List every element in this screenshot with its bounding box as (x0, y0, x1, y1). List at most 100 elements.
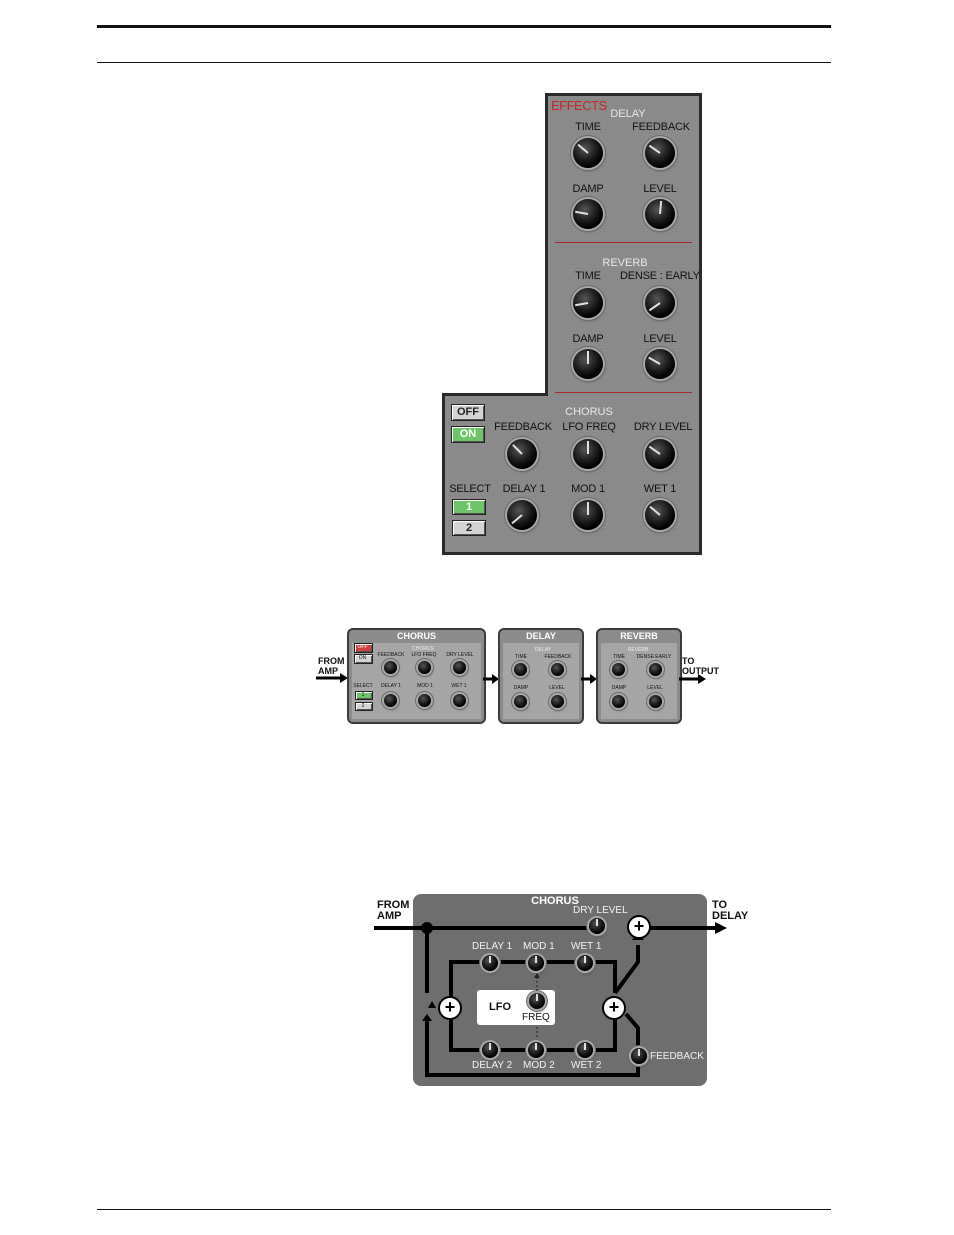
flow-chorus-lfo: LFO FREQ (411, 652, 437, 658)
reverb-section-label: REVERB (602, 257, 648, 269)
flow-delay-level: LEVEL (549, 685, 565, 691)
flow-chorus-off-label: OFF (357, 644, 368, 650)
lfo-mod-arrows (534, 973, 540, 1046)
effects-title: EFFECTS (551, 98, 607, 113)
lfo-freq-knob (529, 993, 545, 1009)
flow-chorus-knob (453, 661, 466, 674)
diagram-from-amp: FROM AMP (377, 899, 410, 922)
dry-level-label: DRY LEVEL (573, 905, 628, 916)
delay1-label: DELAY 1 (472, 941, 513, 952)
chorus-dry-level-label: DRY LEVEL (633, 421, 693, 433)
flow-chorus-on-label: ON (358, 655, 367, 661)
chorus-delay1-knob[interactable] (507, 500, 537, 530)
feedback-knob (631, 1048, 647, 1064)
flow-reverb-knob (612, 695, 625, 708)
dry-level-knob (589, 918, 605, 934)
wet2-knob (577, 1042, 593, 1058)
mod1-label: MOD 1 (523, 941, 555, 952)
flow-chorus-select: SELECT (353, 683, 373, 689)
chorus-select-label: SELECT (449, 483, 491, 495)
chorus-dry-level-knob[interactable] (645, 439, 675, 469)
diagram-to-delay: TO DELAY (712, 899, 749, 922)
delay-feedback-knob[interactable] (645, 138, 675, 168)
chorus-mod1-knob[interactable] (573, 500, 603, 530)
flow-chorus-knob (384, 661, 397, 674)
flow-chorus-sel2 (355, 702, 373, 711)
flow-reverb-damp: DAMP (611, 685, 627, 691)
delay2-label: DELAY 2 (472, 1060, 513, 1071)
reverb-damp-label: DAMP (572, 333, 604, 345)
flow-delay-damp: DAMP (513, 685, 529, 691)
reverb-dense-early-label: DENSE : EARLY (620, 270, 700, 282)
sum-top-right: + (627, 915, 651, 939)
flow-chorus-delay1: DELAY 1 (380, 683, 402, 689)
chorus-on-button[interactable]: ON (451, 426, 485, 443)
delay2-knob (482, 1042, 498, 1058)
select-2-button[interactable]: 2 (452, 520, 486, 536)
flow-delay-title: DELAY (526, 631, 556, 641)
delay-damp-knob[interactable] (573, 199, 603, 229)
flow-delay-feedback: FEEDBACK (544, 654, 572, 660)
delay-level-knob[interactable] (645, 199, 675, 229)
delay-feedback-label: FEEDBACK (632, 121, 690, 133)
delay-time-label: TIME (575, 121, 601, 133)
divider (555, 392, 692, 393)
flow-from-amp: FROM AMP (318, 656, 345, 676)
header-rule-thin (97, 62, 831, 63)
flow-delay-block: DELAY (498, 628, 584, 724)
flow-reverb-time: TIME (613, 654, 625, 660)
delay-time-knob[interactable] (573, 138, 603, 168)
chorus-section-label: CHORUS (565, 406, 613, 418)
feedback-label: FEEDBACK (650, 1051, 704, 1062)
flow-reverb-knob (612, 663, 625, 676)
flow-chorus-knob (418, 694, 431, 707)
chorus-lfo-freq-knob[interactable] (573, 439, 603, 469)
flow-to-output: TO OUTPUT (682, 656, 719, 676)
select-1-button[interactable]: 1 (452, 499, 486, 515)
flow-chorus-dry: DRY LEVEL (446, 652, 474, 658)
delay-section-label: DELAY (610, 108, 646, 120)
reverb-level-knob[interactable] (645, 349, 675, 379)
chorus-mod1-label: MOD 1 (571, 483, 605, 495)
header-rule-thick (97, 25, 831, 28)
flow-chorus-knob (453, 694, 466, 707)
sum-right: + (602, 996, 626, 1020)
flow-delay-knob (514, 695, 527, 708)
delay1-knob (482, 955, 498, 971)
wet1-knob (577, 955, 593, 971)
wet2-label: WET 2 (571, 1060, 602, 1071)
flow-chorus-title: CHORUS (396, 631, 436, 641)
flow-reverb-knob (649, 695, 662, 708)
reverb-time-label: TIME (575, 270, 601, 282)
mod2-label: MOD 2 (523, 1060, 555, 1071)
flow-chorus-wet1: WET 1 (451, 683, 467, 689)
chorus-delay1-label: DELAY 1 (502, 483, 546, 495)
lfo-label: LFO (489, 1001, 511, 1013)
flow-chorus-inner: CHORUS (412, 646, 434, 652)
flow-reverb-level: LEVEL (647, 685, 663, 691)
flow-reverb-title: REVERB (620, 631, 658, 641)
chorus-wet1-knob[interactable] (645, 500, 675, 530)
chorus-off-button[interactable]: OFF (451, 404, 485, 421)
reverb-level-label: LEVEL (643, 333, 677, 345)
flow-chorus-on (354, 654, 373, 664)
chorus-wet1-label: WET 1 (643, 483, 677, 495)
wet1-label: WET 1 (571, 941, 602, 952)
reverb-damp-knob[interactable] (573, 349, 603, 379)
flow-chorus-sel2-label: 2 (361, 703, 365, 709)
flow-arrow-out (679, 674, 706, 684)
chorus-feedback-knob[interactable] (507, 439, 537, 469)
divider (555, 242, 692, 243)
reverb-time-knob[interactable] (573, 288, 603, 318)
lfo-freq-label: FREQ (522, 1012, 550, 1023)
flow-delay-time: TIME (515, 654, 527, 660)
flow-delay-knob (551, 663, 564, 676)
delay-damp-label: DAMP (572, 183, 604, 195)
flow-chorus-sel1 (355, 691, 373, 700)
sum-left: + (438, 996, 462, 1020)
reverb-dense-early-knob[interactable] (645, 288, 675, 318)
chorus-feedback-label: FEEDBACK (494, 421, 552, 433)
flow-chorus-off (354, 643, 373, 653)
flow-delay-knob (551, 695, 564, 708)
flow-arrow (483, 674, 499, 684)
